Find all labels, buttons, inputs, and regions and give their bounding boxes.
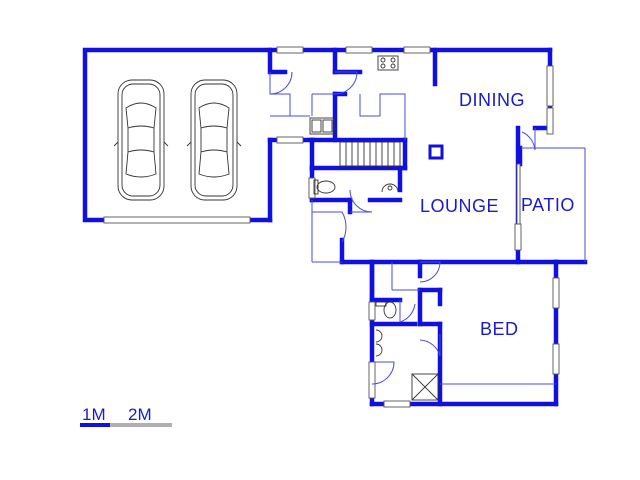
basin-icon xyxy=(381,183,399,193)
staircase-icon xyxy=(339,141,401,167)
internal-lines xyxy=(270,93,586,385)
room-label-patio: PATIO xyxy=(521,195,575,215)
basin-icon xyxy=(375,329,383,357)
garage-door xyxy=(103,216,251,224)
scale-label-2m: 2M xyxy=(128,405,152,424)
garage xyxy=(82,47,273,224)
room-label-lounge: LOUNGE xyxy=(420,196,499,216)
outer-walls xyxy=(267,47,588,407)
sink-icon xyxy=(309,117,335,135)
room-label-bed: BED xyxy=(480,319,519,339)
scale-bar: 1M 2M xyxy=(80,405,172,427)
door-swing-icon xyxy=(269,71,536,385)
windows xyxy=(276,46,560,408)
scale-label-1m: 1M xyxy=(82,405,106,424)
stove-icon xyxy=(377,55,399,71)
car-icon xyxy=(186,79,242,201)
car-icon xyxy=(113,79,169,201)
shower-icon xyxy=(411,373,439,401)
room-label-dining: DINING xyxy=(459,90,525,110)
toilet-icon xyxy=(313,179,336,195)
column-marker xyxy=(428,144,444,160)
toilet-icon xyxy=(375,301,397,319)
